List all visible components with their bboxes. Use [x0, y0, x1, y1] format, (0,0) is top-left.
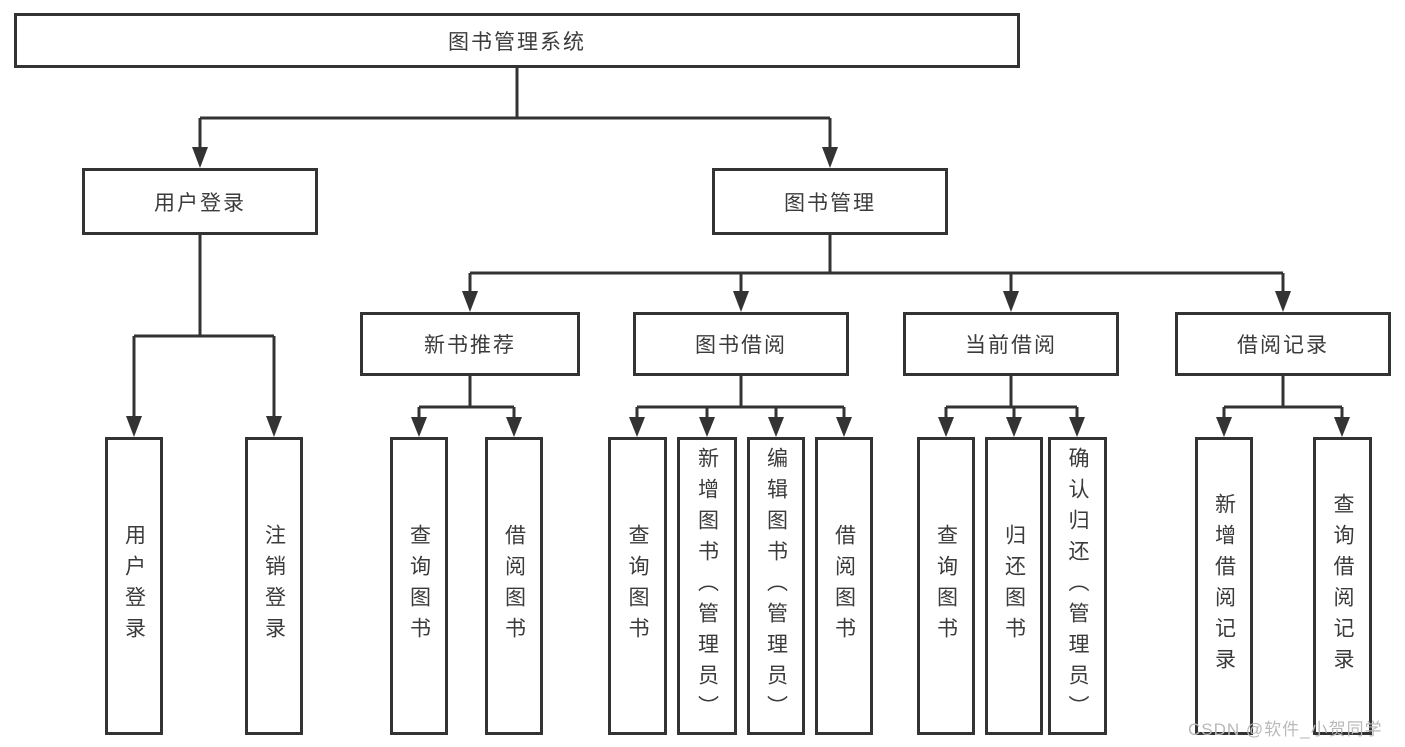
leaf-label: 查询图书 — [626, 524, 649, 648]
leaf-record-add: 新增借阅记录 — [1195, 437, 1253, 735]
csdn-watermark: CSDN @软件_小贺同学 — [1188, 720, 1383, 739]
leaf-label: 借阅图书 — [832, 524, 856, 648]
node-book-management: 图书管理 — [712, 168, 948, 235]
arrowheads — [126, 147, 1350, 437]
node-current-borrow: 当前借阅 — [903, 312, 1119, 376]
node-book-borrow: 图书借阅 — [633, 312, 849, 376]
leaf-record-search: 查询借阅记录 — [1313, 437, 1372, 735]
leaf-current-return: 归还图书 — [985, 437, 1043, 735]
connector-borrow-to-leaves — [635, 376, 846, 421]
leaf-label: 借阅图书 — [502, 524, 526, 648]
leaf-label: 用户登录 — [122, 524, 146, 648]
node-root: 图书管理系统 — [14, 13, 1020, 68]
leaf-label: 编辑图书（管理员） — [764, 446, 788, 726]
leaf-label: 确认归还（管理员） — [1066, 446, 1089, 726]
leaf-label: 查询图书 — [407, 524, 431, 648]
leaf-borrow-borrow: 借阅图书 — [815, 437, 873, 735]
leaf-label: 新增借阅记录 — [1212, 493, 1236, 679]
leaf-label: 新增图书（管理员） — [695, 446, 719, 726]
leaf-user-login: 用户登录 — [105, 437, 163, 735]
leaf-logout: 注销登录 — [245, 437, 303, 735]
node-new-book-recommend: 新书推荐 — [360, 312, 580, 376]
leaf-newbook-search: 查询图书 — [390, 437, 448, 735]
connector-current-to-leaves — [944, 376, 1079, 421]
connector-newbook-to-leaves — [417, 376, 516, 421]
connector-record-to-leaves — [1222, 376, 1344, 421]
node-borrow-record: 借阅记录 — [1175, 312, 1391, 376]
leaf-current-confirm-admin: 确认归还（管理员） — [1048, 437, 1107, 735]
connector-bookmgmt-to-level3 — [468, 235, 1285, 295]
node-user-login: 用户登录 — [82, 168, 318, 235]
connector-root-to-level2 — [198, 68, 832, 151]
leaf-label: 归还图书 — [1002, 524, 1026, 648]
leaf-borrow-add-admin: 新增图书（管理员） — [677, 437, 737, 735]
leaf-label: 查询借阅记录 — [1331, 493, 1354, 679]
leaf-current-search: 查询图书 — [917, 437, 975, 735]
leaf-borrow-search: 查询图书 — [608, 437, 667, 735]
connector-userlogin-to-leaves — [132, 235, 276, 420]
leaf-label: 注销登录 — [262, 524, 286, 648]
leaf-newbook-borrow: 借阅图书 — [485, 437, 543, 735]
leaf-borrow-edit-admin: 编辑图书（管理员） — [747, 437, 805, 735]
leaf-label: 查询图书 — [934, 524, 958, 648]
